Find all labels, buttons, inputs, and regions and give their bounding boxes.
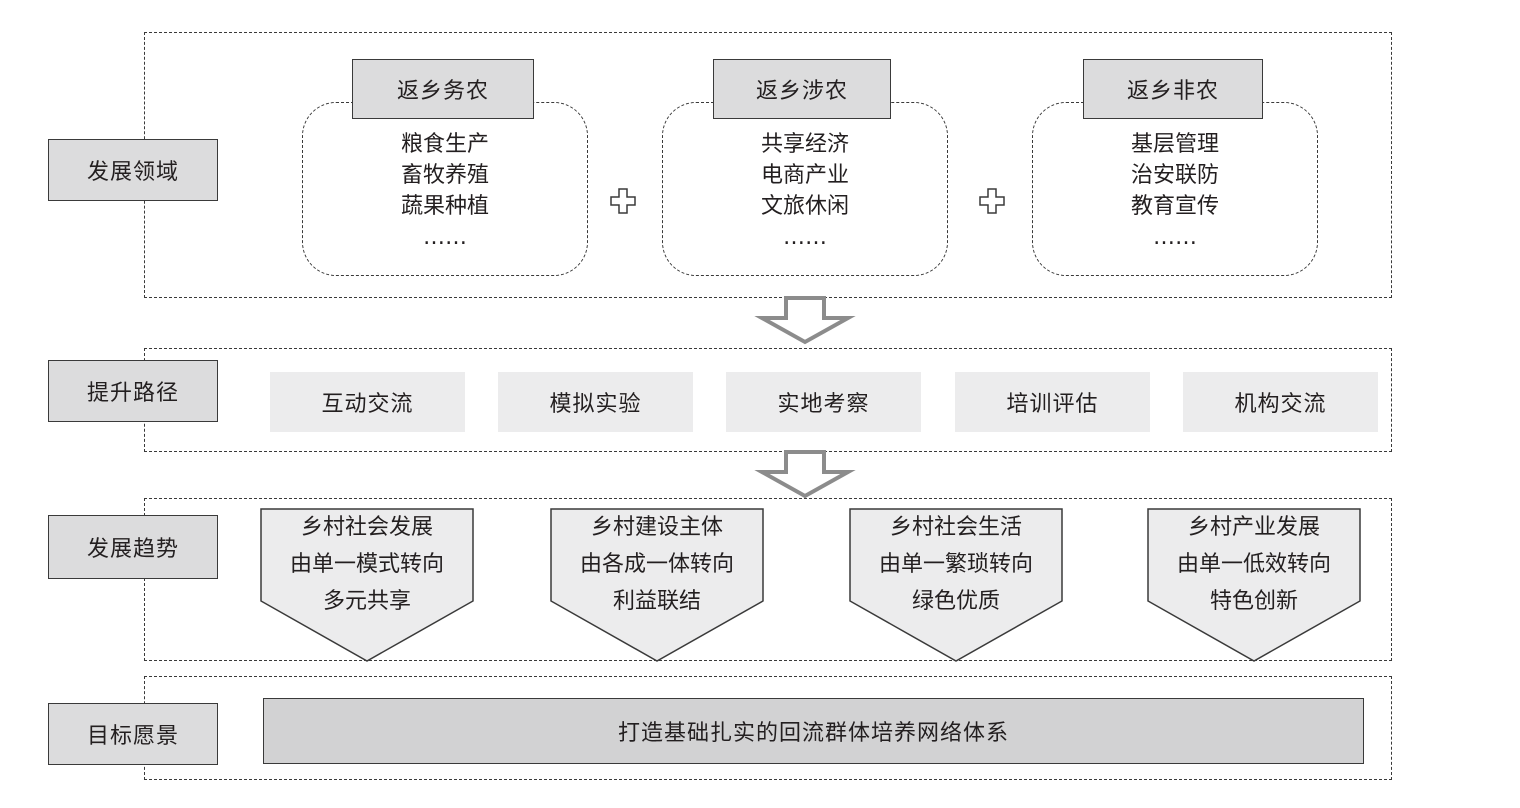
path-item: 互动交流 [270, 372, 465, 432]
domain-item: 基层管理 [1130, 132, 1219, 157]
domain-item-ellipsis: …… [1153, 225, 1197, 250]
trend-desc: 由单一低效转向 [1176, 552, 1331, 577]
path-item: 机构交流 [1183, 372, 1378, 432]
path-item: 培训评估 [955, 372, 1150, 432]
trend-title: 乡村社会生活 [889, 515, 1022, 540]
row-label-trend: 发展趋势 [48, 515, 218, 579]
trend-desc: 利益联结 [612, 589, 701, 614]
path-item: 模拟实验 [498, 372, 693, 432]
domain-item: 共享经济 [760, 132, 849, 157]
row-label-path: 提升路径 [48, 360, 218, 422]
domain-item-ellipsis: …… [423, 225, 467, 250]
trend-card: 乡村社会发展 由单一模式转向 多元共享 [260, 508, 474, 662]
path-item: 实地考察 [726, 372, 921, 432]
trend-card: 乡村建设主体 由各成一体转向 利益联结 [550, 508, 764, 662]
trend-title: 乡村产业发展 [1187, 515, 1320, 540]
trend-desc: 由单一繁琐转向 [878, 552, 1033, 577]
trend-section [144, 498, 1392, 661]
domain-box-non-agri: 基层管理 治安联防 教育宣传 …… [1032, 102, 1318, 276]
domain-item: 文旅休闲 [760, 194, 849, 219]
domain-item: 粮食生产 [400, 132, 489, 157]
domain-item: 治安联防 [1130, 163, 1219, 188]
trend-desc: 多元共享 [322, 589, 411, 614]
domain-item: 教育宣传 [1130, 194, 1219, 219]
domain-item: 蔬果种植 [400, 194, 489, 219]
plus-outline-icon [610, 188, 636, 214]
domain-item: 畜牧养殖 [400, 163, 489, 188]
domain-header-non-agri: 返乡非农 [1083, 59, 1263, 119]
trend-desc: 由单一模式转向 [289, 552, 444, 577]
row-label-domain: 发展领域 [48, 139, 218, 201]
domain-box-agri-related: 共享经济 电商产业 文旅休闲 …… [662, 102, 948, 276]
plus-outline-icon [979, 188, 1005, 214]
trend-card: 乡村社会生活 由单一繁琐转向 绿色优质 [849, 508, 1063, 662]
vision-bar: 打造基础扎实的回流群体培养网络体系 [263, 698, 1364, 764]
row-label-vision: 目标愿景 [48, 703, 218, 765]
domain-box-farming: 粮食生产 畜牧养殖 蔬果种植 …… [302, 102, 588, 276]
domain-header-agri-related: 返乡涉农 [713, 59, 891, 119]
down-arrow-icon [754, 296, 856, 345]
trend-desc: 由各成一体转向 [579, 552, 734, 577]
domain-item: 电商产业 [760, 163, 849, 188]
trend-title: 乡村社会发展 [300, 515, 433, 540]
trend-title: 乡村建设主体 [590, 515, 723, 540]
trend-desc: 特色创新 [1209, 589, 1298, 614]
trend-desc: 绿色优质 [911, 589, 1000, 614]
domain-header-farming: 返乡务农 [352, 59, 534, 119]
domain-item-ellipsis: …… [783, 225, 827, 250]
trend-card: 乡村产业发展 由单一低效转向 特色创新 [1147, 508, 1361, 662]
down-arrow-icon [754, 450, 856, 499]
